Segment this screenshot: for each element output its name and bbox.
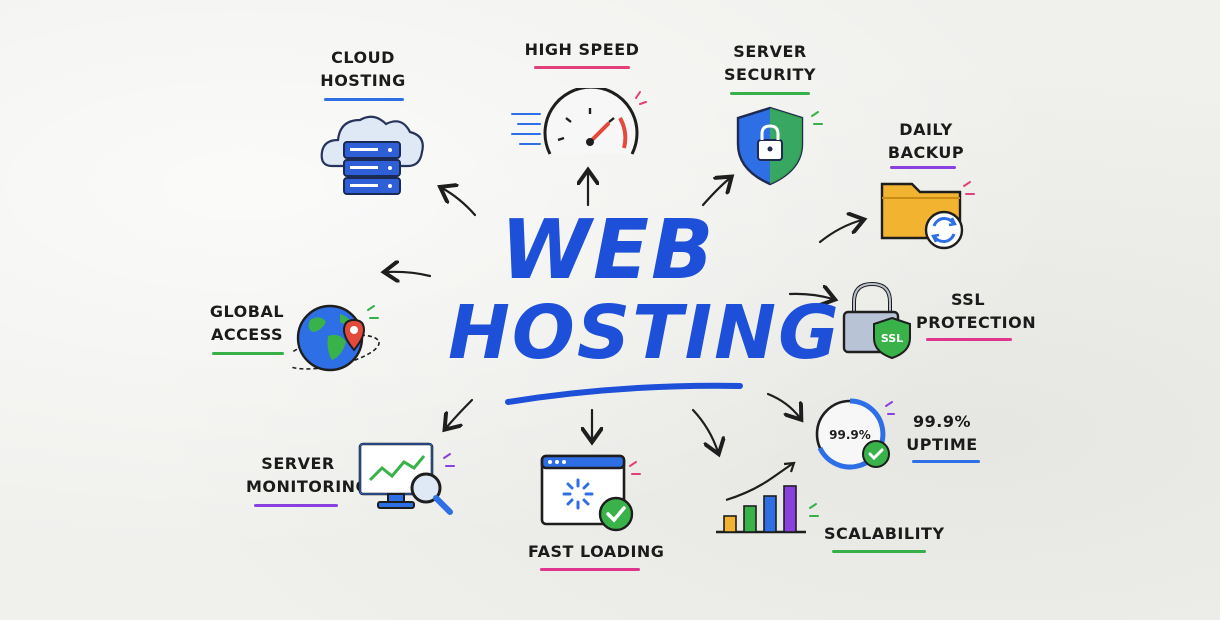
uptime-line1: 99.9% bbox=[912, 412, 971, 431]
cloud-hosting-label: CLOUD HOSTING bbox=[300, 46, 426, 92]
scalability-label: SCALABILITY bbox=[824, 522, 945, 545]
uptime-dial-icon: 99.9% bbox=[815, 398, 895, 470]
server-security-line1: SERVER bbox=[733, 42, 807, 61]
server-security-line2: SECURITY bbox=[724, 65, 816, 84]
global-access-line2: ACCESS bbox=[210, 325, 284, 344]
arrow-to-global-access bbox=[386, 272, 432, 276]
shield-lock-icon bbox=[736, 106, 823, 186]
daily-backup-underline bbox=[890, 166, 956, 169]
ssl-protection-line1: SSL bbox=[950, 290, 986, 309]
folder-sync-icon bbox=[880, 181, 975, 250]
globe-pin-icon bbox=[292, 304, 380, 372]
arrow-to-uptime bbox=[766, 392, 800, 418]
high-speed-underline bbox=[534, 66, 630, 69]
uptime-dial-text: 99.9% bbox=[829, 428, 871, 442]
fast-loading-label: FAST LOADING bbox=[528, 540, 665, 563]
cloud-hosting-line1: CLOUD bbox=[331, 48, 395, 67]
main-title-line1: WEB bbox=[500, 203, 716, 298]
main-title-underline bbox=[505, 382, 743, 405]
arrow-to-ssl-protection bbox=[788, 294, 833, 299]
global-access-underline bbox=[212, 352, 284, 355]
ssl-badge-text: SSL bbox=[881, 332, 903, 345]
arrow-to-scalability bbox=[691, 408, 718, 452]
fast-loading-underline bbox=[540, 568, 640, 571]
server-security-label: SERVER SECURITY bbox=[712, 40, 828, 86]
global-access-line1: GLOBAL bbox=[209, 302, 285, 321]
monitor-magnifier-icon bbox=[358, 442, 455, 515]
arrow-to-server-monitoring bbox=[446, 398, 474, 428]
server-monitoring-line2: MONITORING bbox=[246, 477, 370, 496]
uptime-underline bbox=[912, 460, 980, 463]
daily-backup-line1: DAILY bbox=[899, 120, 953, 139]
cloud-hosting-underline bbox=[324, 98, 404, 101]
scalability-line1: SCALABILITY bbox=[824, 524, 945, 543]
main-title-line2: HOSTING bbox=[448, 290, 841, 376]
high-speed-label: HIGH SPEED bbox=[520, 38, 644, 61]
uptime-label: 99.9% UPTIME bbox=[900, 410, 984, 456]
cloud-server-icon bbox=[320, 115, 424, 195]
arrow-to-server-security bbox=[701, 178, 730, 207]
ssl-protection-label: SSL PROTECTION bbox=[916, 288, 1037, 334]
server-monitoring-line1: SERVER bbox=[261, 454, 335, 473]
ssl-protection-line2: PROTECTION bbox=[916, 313, 1037, 332]
global-access-label: GLOBAL ACCESS bbox=[204, 300, 290, 346]
server-monitoring-underline bbox=[254, 504, 338, 507]
speedometer-icon bbox=[511, 88, 647, 155]
high-speed-line1: HIGH SPEED bbox=[524, 40, 640, 59]
bar-growth-icon bbox=[716, 461, 819, 534]
cloud-hosting-line2: HOSTING bbox=[320, 71, 406, 90]
browser-loading-icon bbox=[540, 454, 641, 532]
arrow-to-daily-backup bbox=[818, 220, 862, 244]
ssl-protection-underline bbox=[926, 338, 1012, 341]
daily-backup-label: DAILY BACKUP bbox=[876, 118, 976, 164]
scalability-underline bbox=[832, 550, 926, 553]
fast-loading-line1: FAST LOADING bbox=[528, 542, 665, 561]
server-security-underline bbox=[730, 92, 810, 95]
server-monitoring-label: SERVER MONITORING bbox=[246, 452, 370, 498]
daily-backup-line2: BACKUP bbox=[887, 143, 965, 162]
padlock-ssl-icon: SSL bbox=[842, 281, 911, 360]
uptime-line2: UPTIME bbox=[906, 435, 978, 454]
arrow-to-cloud-hosting bbox=[442, 188, 477, 217]
